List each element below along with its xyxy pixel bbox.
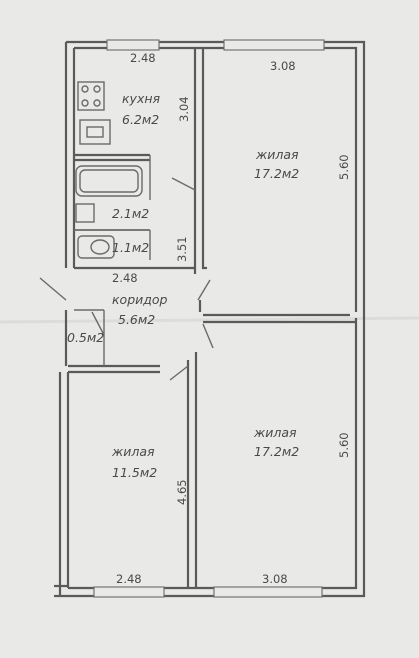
dim-top-left: 2.48 — [130, 51, 156, 65]
doors — [39, 177, 214, 381]
washbasin — [75, 203, 95, 223]
bathtub — [75, 165, 143, 197]
dim-corridor-top: 2.48 — [112, 271, 138, 285]
windows — [93, 39, 325, 598]
kitchen-area: 6.2м2 — [122, 112, 159, 127]
window-living-ne — [223, 39, 325, 51]
living-ne-name: жилая — [255, 147, 299, 162]
window-kitchen — [106, 39, 160, 51]
door-living-ne — [197, 279, 211, 301]
bath-area: 2.1м2 — [112, 206, 149, 221]
paper-fold — [0, 316, 419, 324]
dim-right-upper: 5.60 — [337, 154, 351, 180]
dim-top-right: 3.08 — [270, 59, 296, 73]
kitchen-stove — [77, 81, 105, 111]
corridor-area: 5.6м2 — [118, 312, 155, 327]
dim-right-lower: 5.60 — [337, 432, 351, 458]
living-sw-name: жилая — [111, 444, 155, 459]
door-living-sw — [169, 365, 189, 381]
door-closet — [91, 311, 105, 336]
interior-walls — [64, 48, 356, 588]
dim-wc-side: 3.51 — [175, 236, 189, 262]
dim-sw-side: 4.65 — [175, 479, 189, 505]
kitchen-name: кухня — [122, 91, 161, 106]
window-living-sw — [93, 586, 165, 598]
dim-bottom-left: 2.48 — [116, 572, 142, 586]
closet-area: 0.5м2 — [67, 330, 104, 345]
kitchen-sink — [79, 119, 111, 145]
dim-kitchen-side: 3.04 — [177, 96, 191, 122]
door-entrance — [39, 277, 67, 301]
corridor-name: коридор — [112, 292, 168, 307]
door-living-se — [202, 323, 214, 349]
dim-bottom-right: 3.08 — [262, 572, 288, 586]
living-sw-area: 11.5м2 — [112, 465, 157, 480]
door-kitchen — [171, 177, 196, 191]
living-se-name: жилая — [253, 425, 297, 440]
toilet-area: 1.1м2 — [112, 240, 149, 255]
window-living-se — [213, 586, 323, 598]
toilet-fixture — [77, 235, 115, 259]
living-se-area: 17.2м2 — [254, 444, 299, 459]
living-ne-area: 17.2м2 — [254, 166, 299, 181]
